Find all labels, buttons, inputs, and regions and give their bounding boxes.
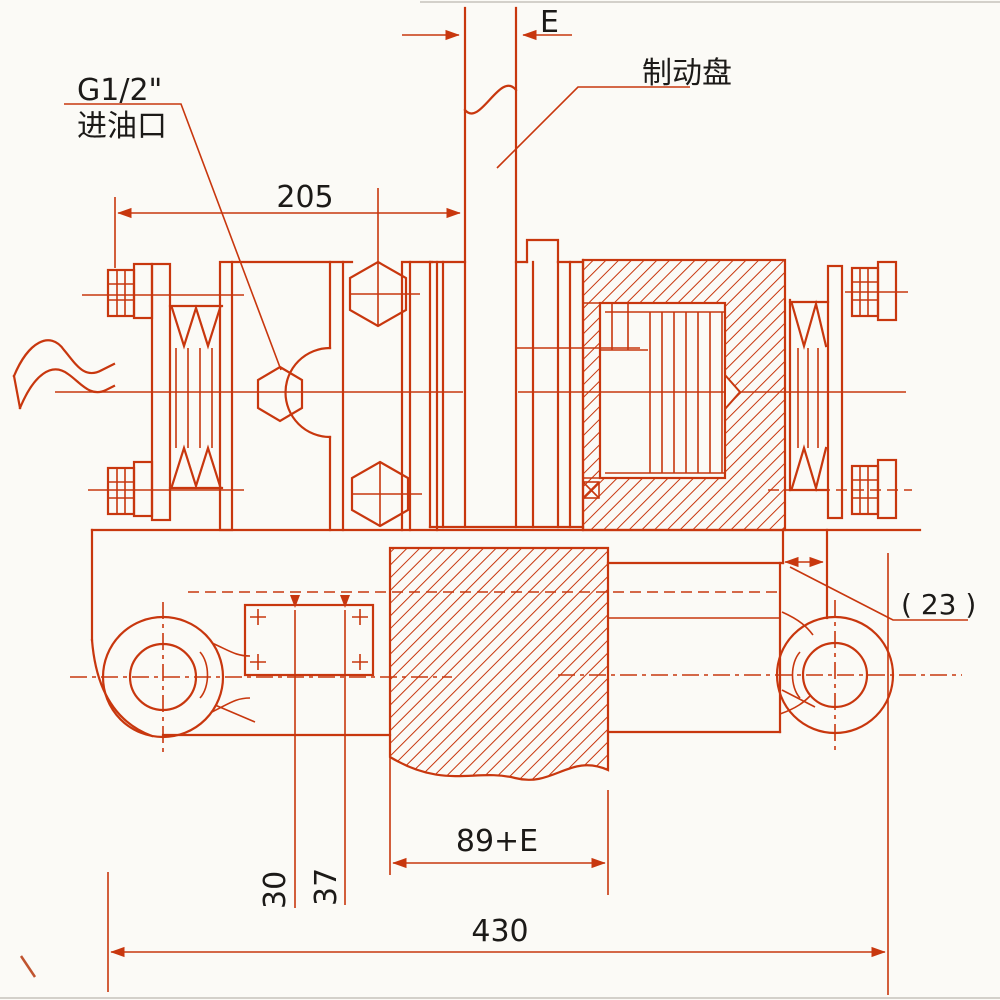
dimensions [64, 29, 968, 995]
bridge-bolt-bottom [350, 460, 422, 528]
anchor-block-hatched [388, 546, 610, 781]
bridge-bolt-top [348, 260, 420, 328]
mounting-plate [243, 603, 375, 677]
oil-inlet-leader [64, 103, 282, 371]
mounting-hole-cross-marks [250, 609, 368, 670]
brake-disc-lines [463, 6, 518, 529]
housing-hatch [583, 260, 785, 530]
left-body-block [230, 260, 434, 532]
disc-break-curve [463, 84, 518, 115]
dim-label-430: 430 [471, 914, 528, 949]
text-labels: E 制动盘 G1/2" 进油口 205 ( 23 ) 30 37 89+E 43… [77, 5, 976, 949]
dim-label-205: 205 [276, 180, 333, 215]
bolt-top-right [850, 260, 898, 322]
right-flange-plate [826, 264, 844, 520]
bolt-top-left [106, 262, 154, 320]
housing-notch [724, 372, 742, 412]
dim-label-23: ( 23 ) [901, 588, 976, 621]
left-spring-bellows [168, 304, 224, 490]
bolt-bottom-left [106, 460, 154, 518]
spring-seat-notch [284, 346, 332, 439]
left-mounting-lug-outer [101, 615, 225, 739]
hose [12, 339, 116, 410]
seal-cross-box [582, 481, 600, 499]
right-housing [581, 258, 898, 532]
brake-disc-leader [496, 86, 690, 169]
left-flange-plate [150, 262, 172, 522]
left-mounting-lug-bore [128, 642, 198, 712]
dim-label-30: 30 [258, 871, 293, 909]
right-mounting-lug-outer [775, 615, 895, 735]
lower-body [90, 528, 922, 781]
left-assembly [12, 260, 434, 532]
oil-inlet-hex-nut [256, 365, 304, 423]
port-size-label: G1/2" [77, 73, 162, 108]
dim-label-e: E [540, 5, 559, 40]
piston-slats [600, 303, 725, 474]
dim-23-leader [789, 566, 968, 621]
port-name-label: 进油口 [77, 109, 167, 144]
part-label-brake-disc: 制动盘 [642, 56, 732, 91]
bolt-bottom-right [850, 458, 898, 520]
right-spring-bellows [788, 298, 830, 493]
center-bridge [348, 238, 640, 532]
dim-label-37: 37 [309, 868, 344, 906]
dim-label-89e: 89+E [456, 824, 538, 859]
right-mounting-lug-bore [801, 641, 869, 709]
